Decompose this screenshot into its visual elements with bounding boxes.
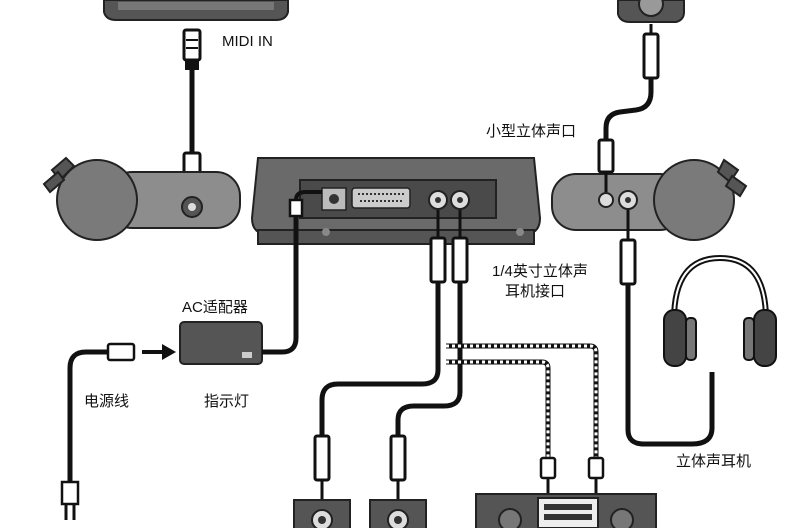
midi-keyboard-device [103, 0, 289, 21]
mini-stereo-cable [597, 24, 660, 192]
output-cables [313, 210, 469, 500]
dc-power-cable [262, 190, 322, 355]
amp-right-device [369, 499, 427, 528]
quarter-inch-label-line1: 1/4英寸立体声 [492, 263, 588, 280]
indicator-light-label: 指示灯 [204, 393, 250, 410]
left-speaker-module [42, 156, 241, 241]
headphones-device [663, 254, 777, 367]
media-player-device [617, 0, 685, 23]
headphone-cable [619, 210, 715, 447]
mini-stereo-label: 小型立体声口 [486, 123, 577, 140]
midi-in-label: MIDI IN [222, 33, 273, 50]
quarter-inch-label-line2: 耳机接口 [505, 283, 566, 300]
power-cord [60, 342, 176, 520]
amp-left-device [293, 499, 351, 528]
ac-adapter-label: AC适配器 [182, 299, 248, 316]
stereo-system-device [475, 493, 657, 528]
rca-cables-dashed [446, 343, 605, 498]
midi-cable [182, 28, 202, 188]
ac-adapter-device [179, 321, 263, 365]
main-unit [250, 157, 542, 245]
power-cord-label: 电源线 [84, 393, 130, 410]
stereo-headphones-label: 立体声耳机 [676, 453, 752, 470]
right-speaker-module [551, 158, 748, 241]
